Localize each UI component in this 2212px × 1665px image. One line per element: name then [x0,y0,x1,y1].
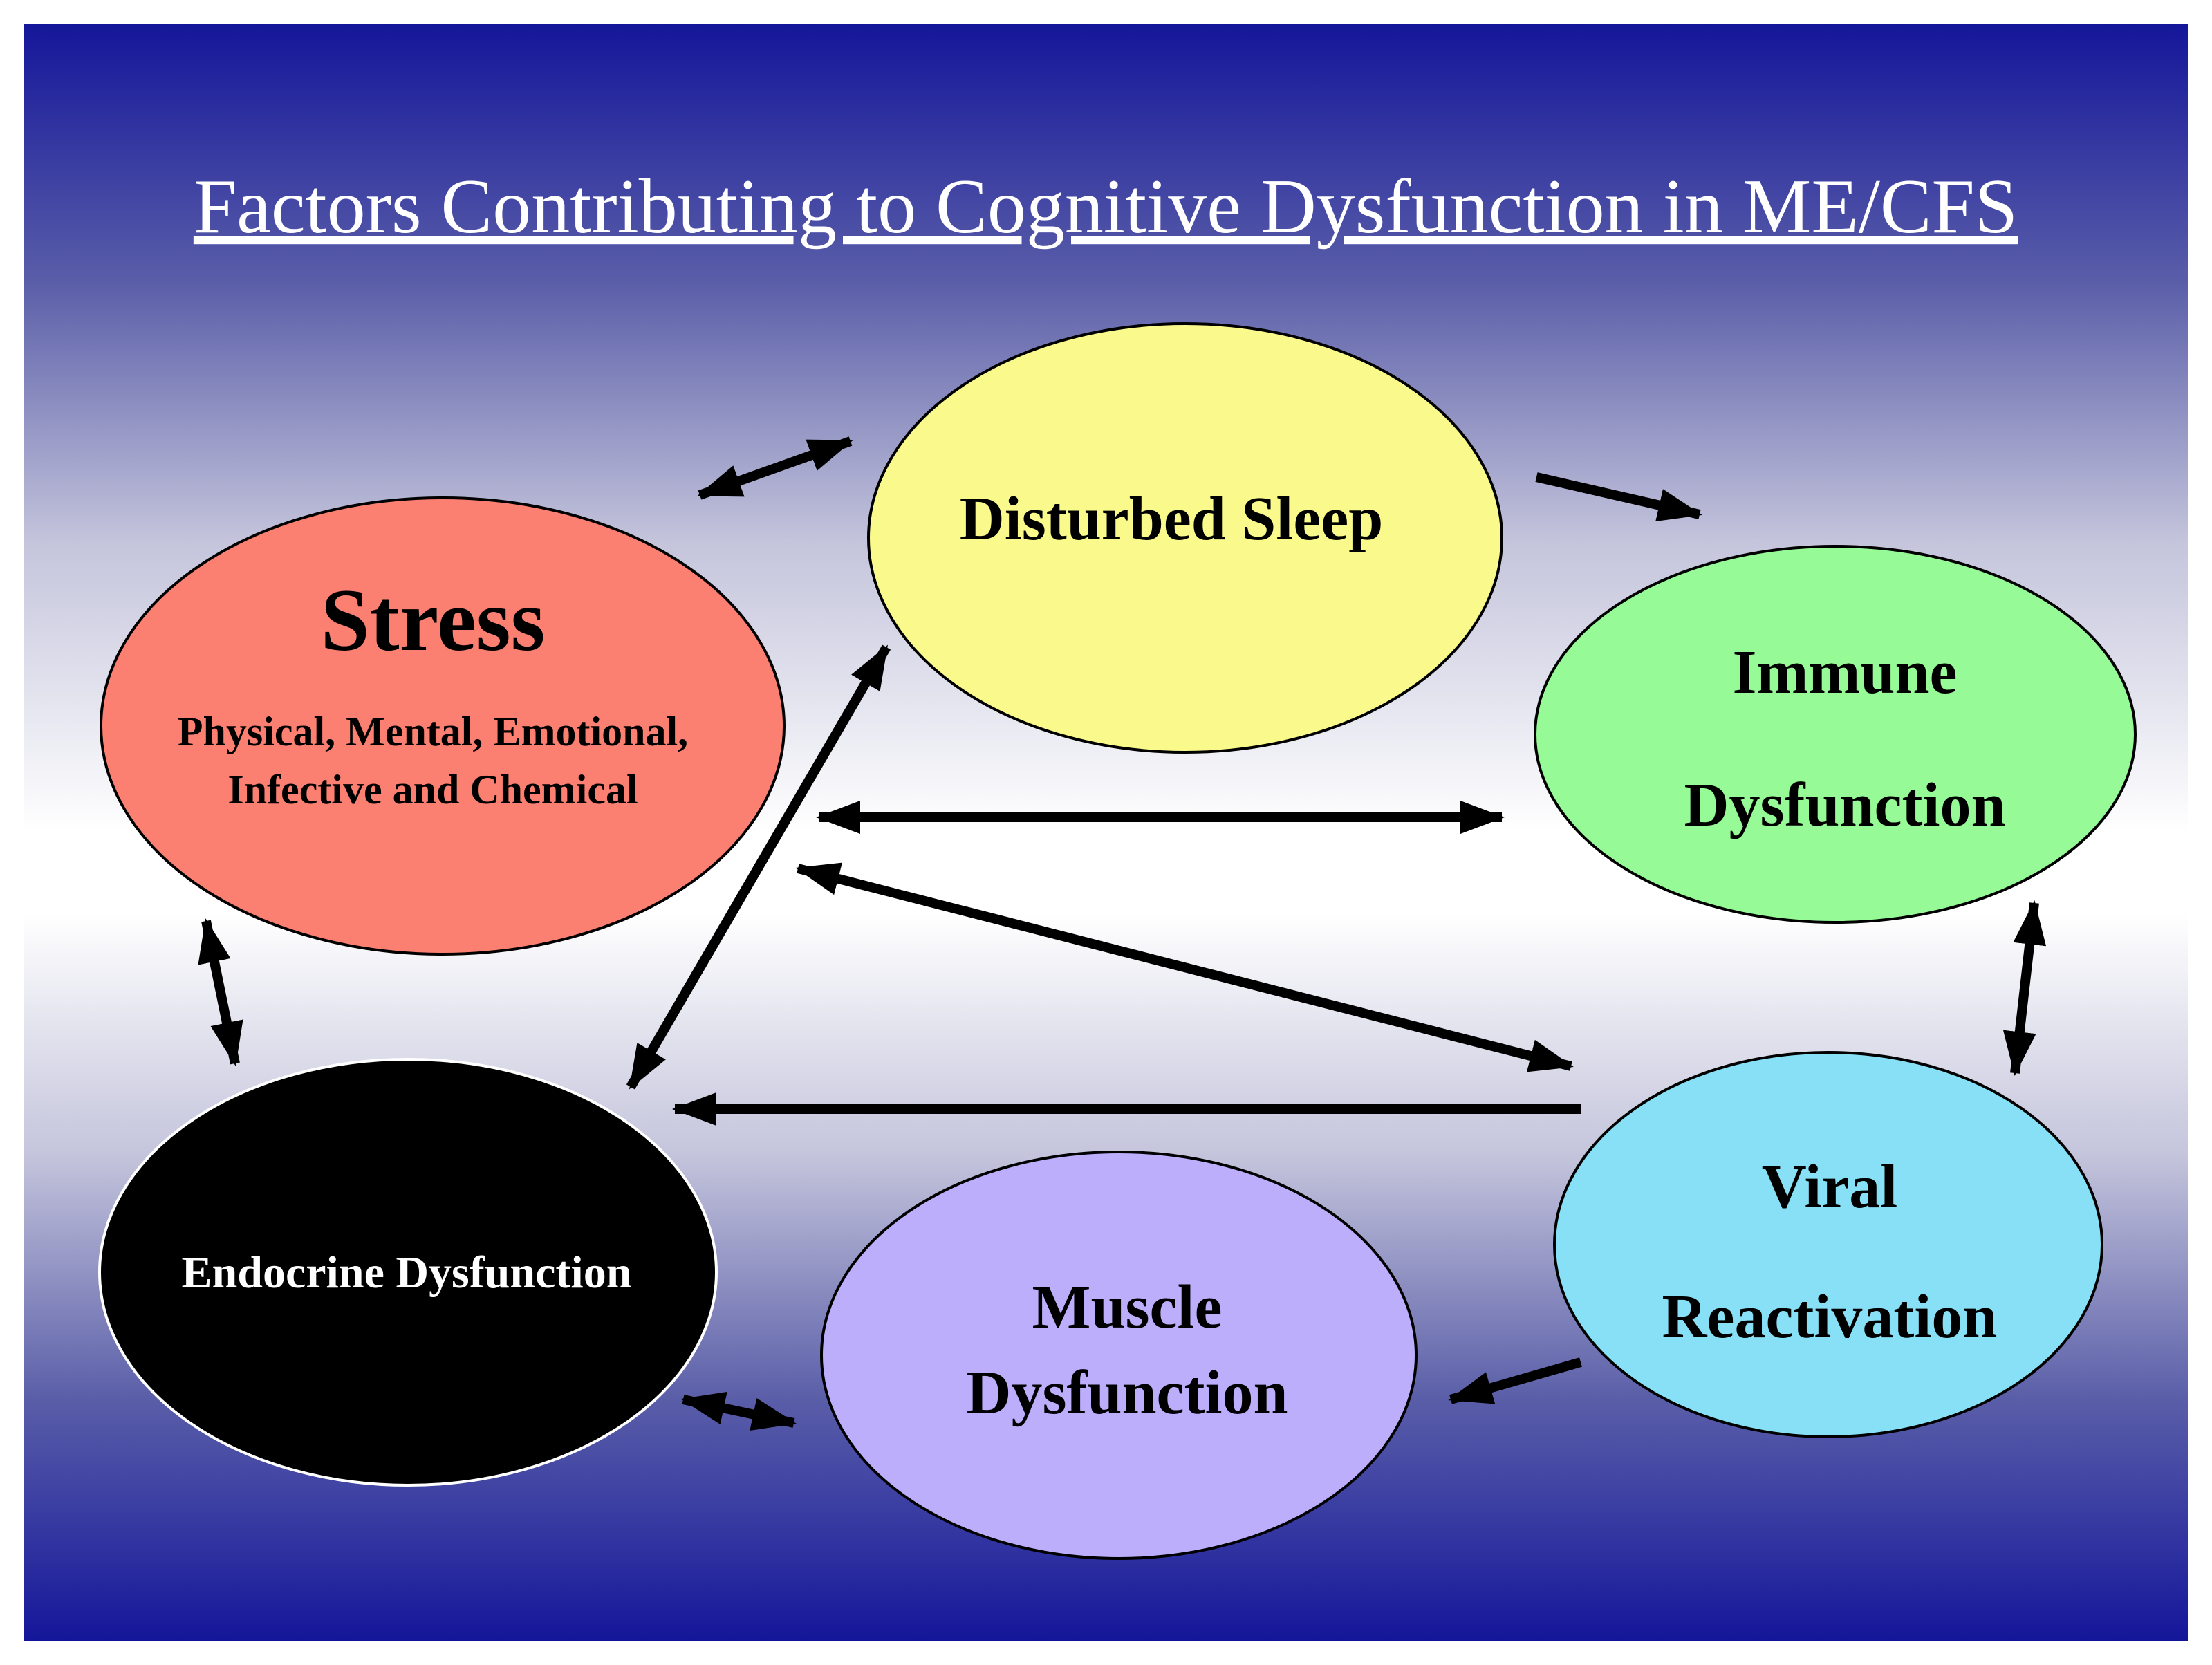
node-sleep-ellipse [867,322,1503,754]
arrow-endocrine-muscle [680,1391,797,1431]
node-sleep: Disturbed Sleep [867,322,1503,754]
node-immune-ellipse [1534,545,2137,924]
node-sleep-label: Disturbed Sleep [960,485,1384,553]
node-viral-label-line2: Reactivation [1662,1283,1998,1351]
node-stress-title: Stress [321,571,546,669]
arrow-stress-endocrine [198,918,243,1066]
node-muscle-ellipse [820,1151,1418,1560]
diagram-title: Factors Contributing to Cognitive Dysfun… [194,164,2018,250]
arrow-immune-viral [2002,900,2047,1076]
node-immune-label-line1: Immune [1732,638,1957,707]
node-viral-label-line1: Viral [1762,1153,1898,1221]
node-muscle-label-line2: Dysfunction [966,1359,1288,1427]
node-muscle-label-line1: Muscle [1032,1273,1223,1341]
node-muscle: Muscle Dysfunction [820,1151,1418,1560]
node-endocrine-label: Endocrine Dysfunction [182,1247,632,1298]
node-endocrine-ellipse [98,1058,718,1487]
arrow-viral-muscle [1448,1357,1582,1404]
node-stress-ellipse [100,496,786,956]
node-immune-label-line2: Dysfunction [1684,771,2005,839]
node-immune: Immune Dysfunction [1534,545,2137,924]
arrow-stress-sleep [697,436,853,500]
node-stress-subtitle-line1: Physical, Mental, Emotional, [178,709,688,754]
arrows [198,436,2047,1431]
arrow-sleep-endocrine [626,644,891,1090]
node-viral: Viral Reactivation [1553,1051,2103,1438]
arrow-sleep-immune [1535,472,1702,522]
arrow-stress-viral [795,862,1574,1072]
node-endocrine: Endocrine Dysfunction [98,1058,718,1487]
node-viral-ellipse [1553,1051,2103,1438]
node-stress-subtitle-line2: Infective and Chemical [227,767,638,812]
node-stress: Stress Physical, Mental, Emotional, Infe… [100,496,786,956]
